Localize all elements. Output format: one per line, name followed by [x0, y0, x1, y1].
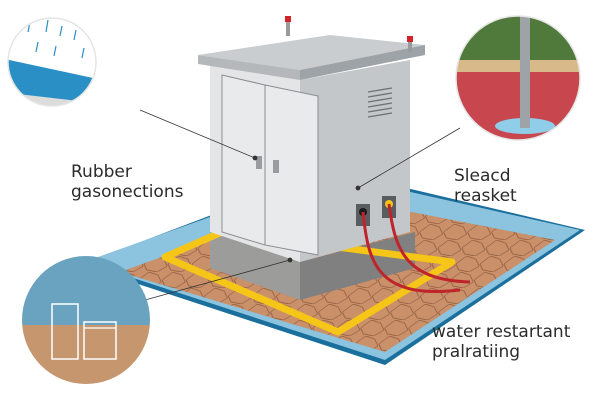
label-rubber-gaskets: Rubber gasonections: [71, 162, 183, 202]
door-handle-right: [273, 160, 279, 173]
red-cables: [361, 203, 471, 293]
callout-ground-post: [455, 15, 581, 141]
label-sealed-gasket: Sleacd reasket: [454, 166, 517, 206]
door-handle-left: [256, 156, 262, 169]
concrete-plinth: [210, 232, 415, 300]
label-water-line2: pralratiing: [432, 342, 521, 362]
beacon-right: [408, 40, 412, 52]
callout-rain-membrane: [7, 17, 97, 107]
vent-grille: [367, 87, 393, 118]
label-water-resistant-plating: water restartant pralratiing: [432, 322, 570, 362]
yellow-gasket: [161, 228, 456, 336]
label-rubber-line1: Rubber: [71, 162, 132, 182]
label-rubber-line2: gasonections: [71, 182, 184, 202]
label-sealed-line1: Sleacd: [454, 166, 511, 186]
beacon-left: [286, 18, 290, 36]
label-sealed-line2: reasket: [454, 186, 517, 206]
leader-lines: [139, 109, 461, 301]
label-water-line1: water restartant: [432, 322, 571, 342]
electrical-cabinet: [198, 16, 425, 262]
